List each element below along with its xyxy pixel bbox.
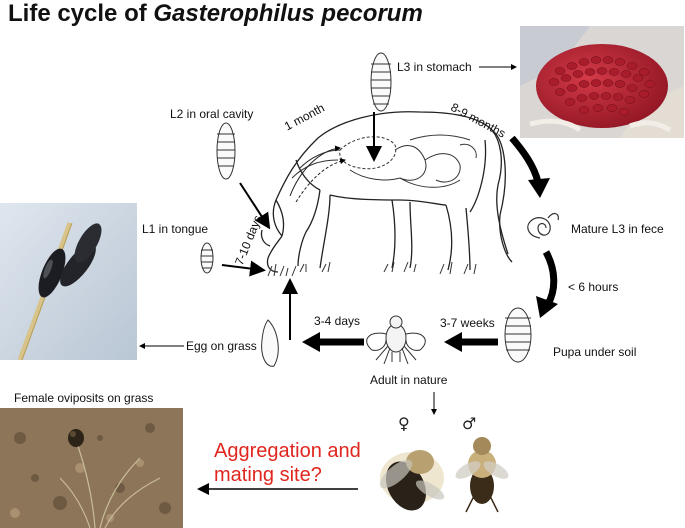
mature-l3-label: Mature L3 in fece — [571, 222, 664, 236]
fly-icon — [366, 315, 426, 365]
female-symbol: ♀ — [398, 414, 410, 433]
pupa-icon — [504, 307, 532, 363]
egg-label: Egg on grass — [186, 339, 257, 353]
thick-arrow — [444, 332, 498, 352]
coiled-larva-icon — [527, 212, 559, 239]
larva-icon — [216, 122, 236, 180]
male-fly-photo — [455, 437, 509, 513]
egg-icon — [261, 319, 279, 367]
l1-tongue-label: L1 in tongue — [142, 222, 209, 236]
l3-stomach-label: L3 in stomach — [397, 60, 472, 74]
thick-arrow — [302, 332, 364, 352]
digestive-tract-illustration — [291, 134, 477, 188]
larvae-in-stomach-photo — [520, 26, 684, 138]
diagram-title: Life cycle of Gasterophilus pecorum — [8, 0, 423, 28]
pupa-label: Pupa under soil — [553, 345, 637, 359]
question-line-1: Aggregation and — [214, 440, 361, 462]
duration-three-seven-weeks: 3-7 weeks — [440, 316, 495, 330]
l2-oral-label: L2 in oral cavity — [170, 107, 254, 121]
aggregation-question: Aggregation and mating site? — [214, 439, 361, 487]
eggs-on-grass-photo — [0, 203, 137, 360]
female-on-grass-photo — [0, 408, 183, 528]
adult-label: Adult in nature — [370, 373, 448, 387]
male-symbol: ♂ — [462, 414, 477, 433]
title-species: Gasterophilus pecorum — [153, 0, 423, 27]
thick-arrow — [509, 135, 550, 198]
larva-icon — [200, 242, 214, 274]
larva-icon — [370, 52, 392, 112]
title-prefix: Life cycle of — [8, 0, 154, 27]
duration-three-four-days: 3-4 days — [314, 314, 361, 328]
female-oviposits-label: Female oviposits on grass — [14, 391, 154, 405]
duration-six-hours: < 6 hours — [568, 280, 619, 294]
horse-illustration — [260, 111, 513, 273]
thick-arrow — [536, 250, 558, 318]
grass-illustration — [267, 261, 477, 277]
question-line-2: mating site? — [214, 464, 322, 486]
female-fly-photo — [379, 450, 445, 511]
